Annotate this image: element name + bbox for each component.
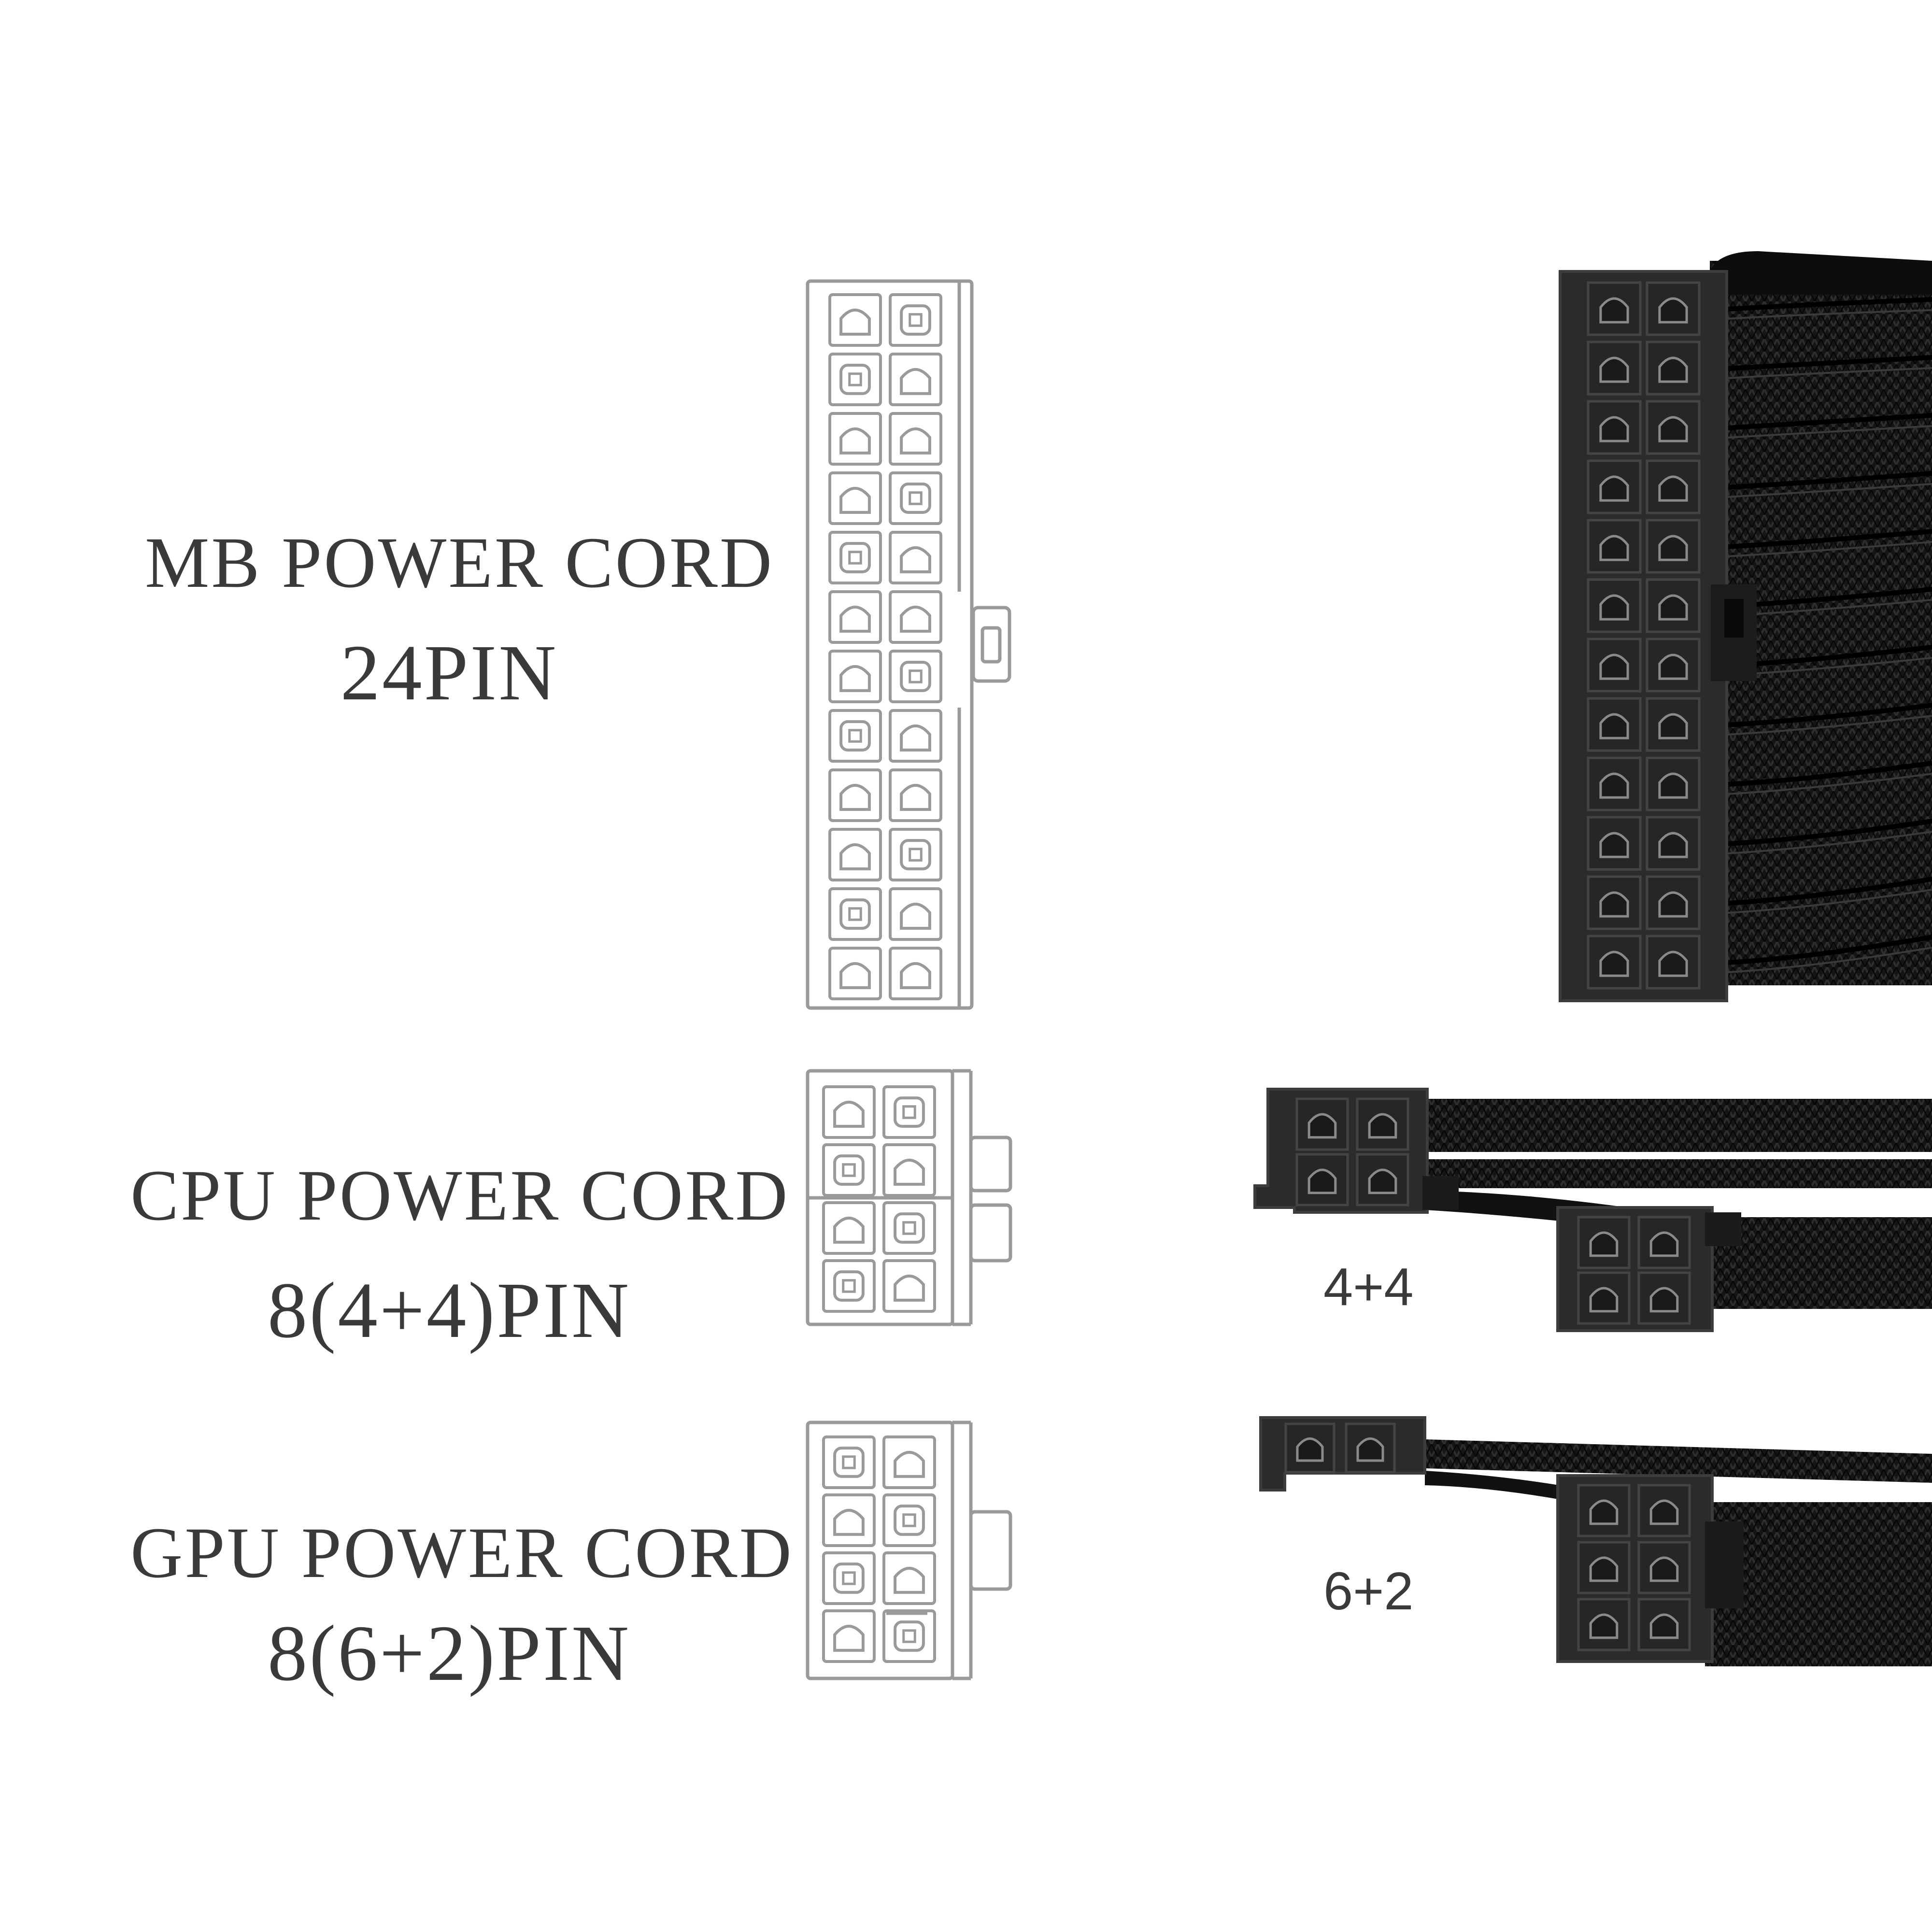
pin-cell (889, 590, 942, 644)
pin-cell (828, 471, 882, 525)
cpu-power-cord-title: CPU POWER CORD (130, 1155, 790, 1236)
gpu-pin-count: 8(6+2)PIN (267, 1609, 631, 1697)
pin-cell (889, 531, 942, 584)
pin-cell (889, 471, 942, 525)
pin-cell (822, 1609, 876, 1663)
pin-cell (882, 1435, 936, 1489)
gpu-split-caption: 6+2 (1323, 1562, 1414, 1621)
gpu-photo-connector-2pin (1259, 1416, 1426, 1492)
mb-power-cord-title: MB POWER CORD (145, 523, 774, 603)
pin-cell (822, 1435, 876, 1489)
pin-cell (822, 1551, 876, 1605)
pin-cell (889, 293, 942, 347)
mb-outline-connector (806, 279, 1011, 1010)
gpu-power-cord-title: GPU POWER CORD (130, 1513, 794, 1593)
mb-pin-count: 24PIN (340, 628, 558, 717)
pin-cell (822, 1493, 876, 1547)
pin-cell (889, 947, 942, 1000)
pin-cell (889, 412, 942, 466)
pin-cell (828, 412, 882, 466)
pin-cell (822, 1143, 876, 1197)
pin-cell (1587, 875, 1642, 930)
cpu-photo-connector-a (1253, 1088, 1459, 1214)
pin-cell (828, 828, 882, 881)
pin-cell (1295, 1097, 1349, 1151)
gpu-photo-connector-6pin (1556, 1474, 1744, 1663)
gpu-outline-connector (806, 1421, 1012, 1680)
pin-cell (882, 1259, 936, 1313)
pin-cell (828, 590, 882, 644)
pin-cell (1637, 1598, 1691, 1651)
pin-cell (828, 353, 882, 406)
pin-cell (1646, 578, 1701, 633)
pin-cell (882, 1143, 936, 1197)
pin-cell (889, 353, 942, 406)
pin-cell (882, 1493, 936, 1547)
pin-cell (882, 1085, 936, 1139)
cpu-pin-count: 8(4+4)PIN (267, 1266, 631, 1354)
pin-cell (882, 1609, 936, 1663)
pin-cell (889, 828, 942, 881)
pin-cell (889, 709, 942, 763)
pin-cell (1587, 756, 1642, 811)
pin-cell (1356, 1097, 1409, 1151)
mb-outline-pins (828, 293, 942, 1000)
cpu-label: CPU POWER CORD 8(4+4)PIN (130, 1155, 790, 1354)
mb-label: MB POWER CORD 24PIN (145, 523, 774, 717)
pin-cell (828, 768, 882, 822)
pin-cell (1587, 341, 1642, 396)
pin-cell (828, 947, 882, 1000)
pin-cell (822, 1085, 876, 1139)
mb-photo-connector (1559, 270, 1757, 1002)
cpu-outline-connector (806, 1069, 1012, 1326)
pin-cell (889, 650, 942, 703)
pin-cell (828, 293, 882, 347)
pin-cell (882, 1551, 936, 1605)
pin-cell (882, 1201, 936, 1255)
pin-cell (822, 1259, 876, 1313)
pin-cell (828, 709, 882, 763)
pin-cell (828, 531, 882, 584)
pin-cell (822, 1201, 876, 1255)
pin-cell (889, 887, 942, 941)
gpu-label: GPU POWER CORD 8(6+2)PIN (130, 1513, 794, 1697)
pin-cell (1587, 638, 1642, 693)
cpu-split-caption: 4+4 (1323, 1257, 1414, 1317)
pin-cell (1646, 519, 1701, 574)
pin-cell (828, 887, 882, 941)
cpu-photo-connector-b (1556, 1206, 1741, 1332)
pin-cell (889, 768, 942, 822)
pin-cell (828, 650, 882, 703)
